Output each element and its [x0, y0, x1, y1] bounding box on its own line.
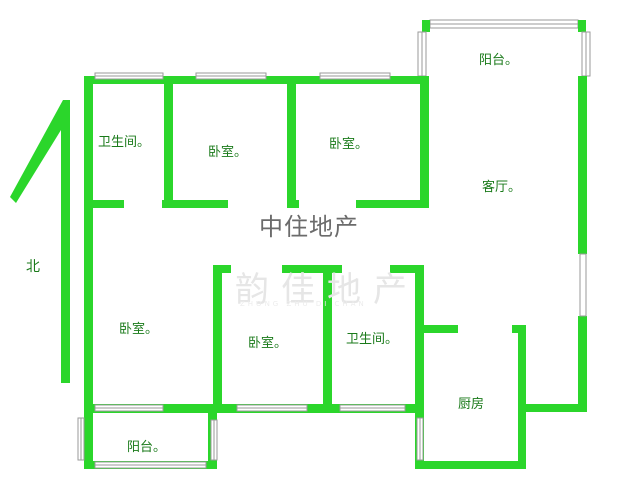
windows	[77, 72, 587, 469]
north-arrow-icon	[10, 100, 70, 383]
interior-walls	[84, 76, 429, 413]
north-label: 北	[26, 259, 40, 275]
room-label-balcony-bottom: 阳台。	[127, 440, 167, 455]
room-label-living-room: 客厅。	[482, 180, 522, 195]
room-label-bath-left: 卫生间。	[98, 135, 151, 150]
watermark-faint: 韵佳地产	[235, 270, 419, 310]
watermark-faint-sub: ZHONG ZHU DI CHAN	[240, 300, 367, 308]
room-label-kitchen: 厨房	[458, 397, 485, 412]
room-label-bedroom-center: 卧室。	[248, 336, 288, 351]
room-label-bath-center: 卫生间。	[346, 332, 399, 347]
room-label-balcony-top: 阳台。	[479, 53, 519, 68]
watermark-main: 中住地产	[259, 213, 359, 241]
room-label-bedroom-left: 卧室。	[119, 322, 159, 337]
room-label-bedroom-top-right: 卧室。	[329, 137, 369, 152]
room-label-bedroom-top-mid: 卧室。	[208, 145, 248, 160]
balcony-top-walls	[417, 19, 591, 77]
